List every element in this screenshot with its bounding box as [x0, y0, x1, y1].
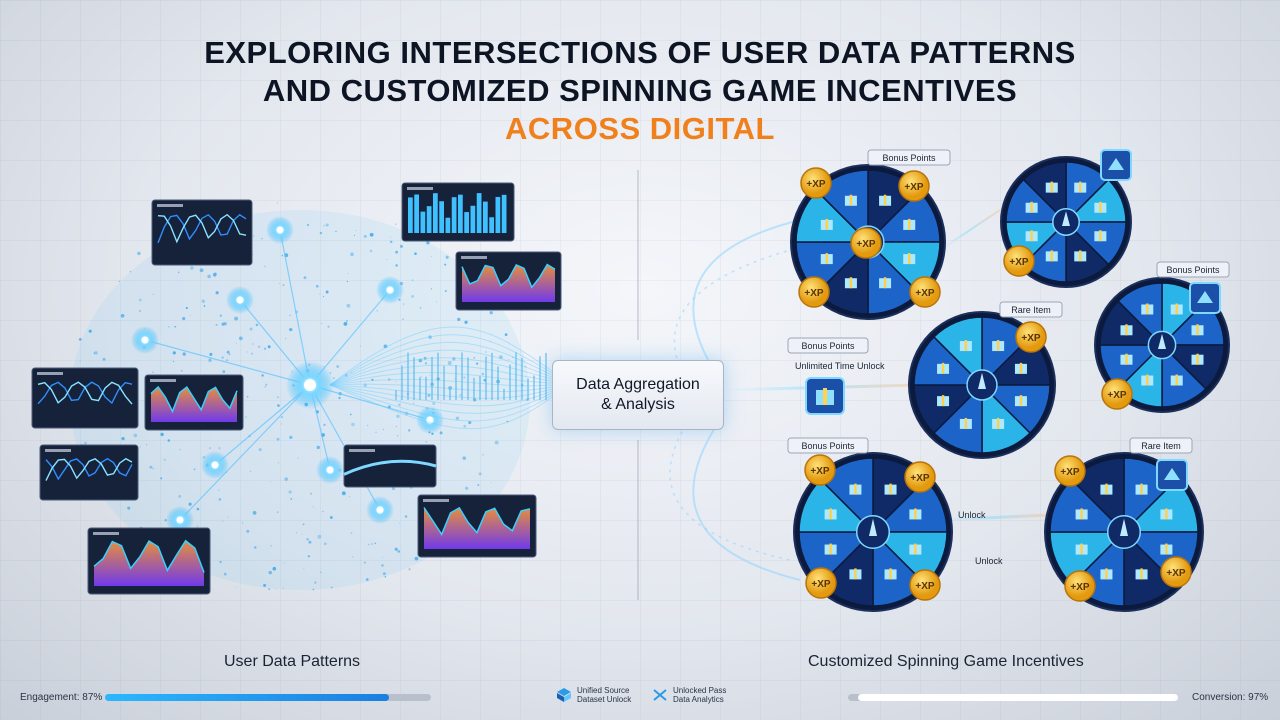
data-aggregation-box: Data Aggregation & Analysis — [552, 360, 724, 430]
label-user-data-patterns: User Data Patterns — [224, 653, 361, 670]
xp-coin: +XP — [805, 567, 837, 599]
chart-panel — [343, 444, 437, 488]
svg-text:+XP: +XP — [804, 288, 824, 299]
xp-coin: +XP — [1003, 245, 1035, 277]
caption-bonus-points-1: Bonus Points — [882, 153, 936, 163]
svg-text:+XP: +XP — [856, 239, 876, 250]
caption-unlimited: Unlimited Time Unlock — [795, 361, 885, 371]
svg-text:+XP: +XP — [1021, 333, 1041, 344]
footer-item-1-line-1: Unified Source — [577, 686, 630, 695]
svg-text:+XP: +XP — [810, 466, 830, 477]
svg-text:+XP: +XP — [904, 182, 924, 193]
xp-coin: +XP — [1015, 321, 1047, 353]
xp-coin: +XP — [1054, 455, 1086, 487]
svg-text:+XP: +XP — [1070, 582, 1090, 593]
engagement-label: Engagement: 87% — [20, 692, 103, 703]
xp-coin: +XP — [800, 167, 832, 199]
wheel-captions: Bonus Points Bonus Points Rare Item Bonu… — [787, 149, 1230, 566]
conversion-label: Conversion: 97% — [1192, 692, 1269, 703]
chart-panels — [31, 182, 562, 595]
svg-text:+XP: +XP — [910, 473, 930, 484]
xp-coin: +XP — [850, 227, 882, 259]
xp-coin: +XP — [1160, 556, 1192, 588]
chart-panel — [151, 199, 253, 266]
chart-panel — [401, 182, 515, 242]
footer-item-2-line-1: Unlocked Pass — [673, 686, 727, 695]
crossed-arrows-icon — [653, 689, 667, 701]
chart-panel — [31, 367, 139, 429]
chart-panel — [87, 527, 211, 595]
data-flow-lines — [329, 326, 553, 430]
xp-coin: +XP — [1064, 570, 1096, 602]
caption-rare-item-1: Rare Item — [1011, 305, 1051, 315]
svg-text:+XP: +XP — [806, 179, 826, 190]
svg-text:+XP: +XP — [1166, 568, 1186, 579]
xp-coin: +XP — [909, 569, 941, 601]
footer-item-1-line-2: Dataset Unlock — [577, 695, 632, 704]
engagement-bar-fill — [105, 694, 389, 701]
xp-coin: +XP — [898, 170, 930, 202]
label-spinning-incentives: Customized Spinning Game Incentives — [808, 653, 1084, 670]
reward-badges — [805, 149, 1221, 491]
svg-text:+XP: +XP — [915, 581, 935, 592]
svg-text:+XP: +XP — [1107, 390, 1127, 401]
chart-panel — [39, 444, 139, 501]
spin-wheel — [1000, 156, 1132, 288]
caption-bonus-points-3: Bonus Points — [801, 341, 855, 351]
spinning-wheels: +XP +XP +XP +XP +XP +XP +XP +XP +XP +XP +XP +XP +XP +… — [790, 156, 1230, 612]
title-line-2: AND CUSTOMIZED SPINNING GAME INCENTIVES — [262, 73, 1018, 108]
caption-bonus-points-2: Bonus Points — [1166, 265, 1220, 275]
svg-text:+XP: +XP — [1009, 257, 1029, 268]
caption-rare-item-2: Rare Item — [1141, 441, 1181, 451]
title-line-1: EXPLORING INTERSECTIONS OF USER DATA PAT… — [204, 35, 1076, 70]
svg-text:+XP: +XP — [811, 579, 831, 590]
cube-icon — [557, 688, 571, 702]
xp-coin: +XP — [1101, 378, 1133, 410]
caption-unlock-2: Unlock — [975, 556, 1003, 566]
chart-panel — [417, 494, 537, 558]
svg-text:+XP: +XP — [1060, 467, 1080, 478]
xp-coin: +XP — [798, 276, 830, 308]
center-line-2: & Analysis — [601, 396, 675, 413]
engagement-bar — [105, 694, 431, 701]
chart-panel — [455, 251, 562, 311]
conversion-bar-fill — [857, 694, 1178, 701]
conversion-bar — [848, 694, 1178, 701]
spin-wheel — [908, 311, 1056, 459]
spin-wheel — [790, 164, 946, 320]
caption-bonus-points-4: Bonus Points — [801, 441, 855, 451]
chart-panel — [144, 374, 244, 431]
xp-coin: +XP — [904, 461, 936, 493]
xp-coin: +XP — [804, 454, 836, 486]
xp-coin: +XP — [909, 276, 941, 308]
spin-wheel — [793, 452, 953, 612]
title-line-3: ACROSS DIGITAL — [505, 111, 775, 146]
footer-item-2-line-2: Data Analytics — [673, 695, 724, 704]
svg-text:+XP: +XP — [915, 288, 935, 299]
caption-unlock-1: Unlock — [958, 510, 986, 520]
center-line-1: Data Aggregation — [576, 376, 700, 393]
